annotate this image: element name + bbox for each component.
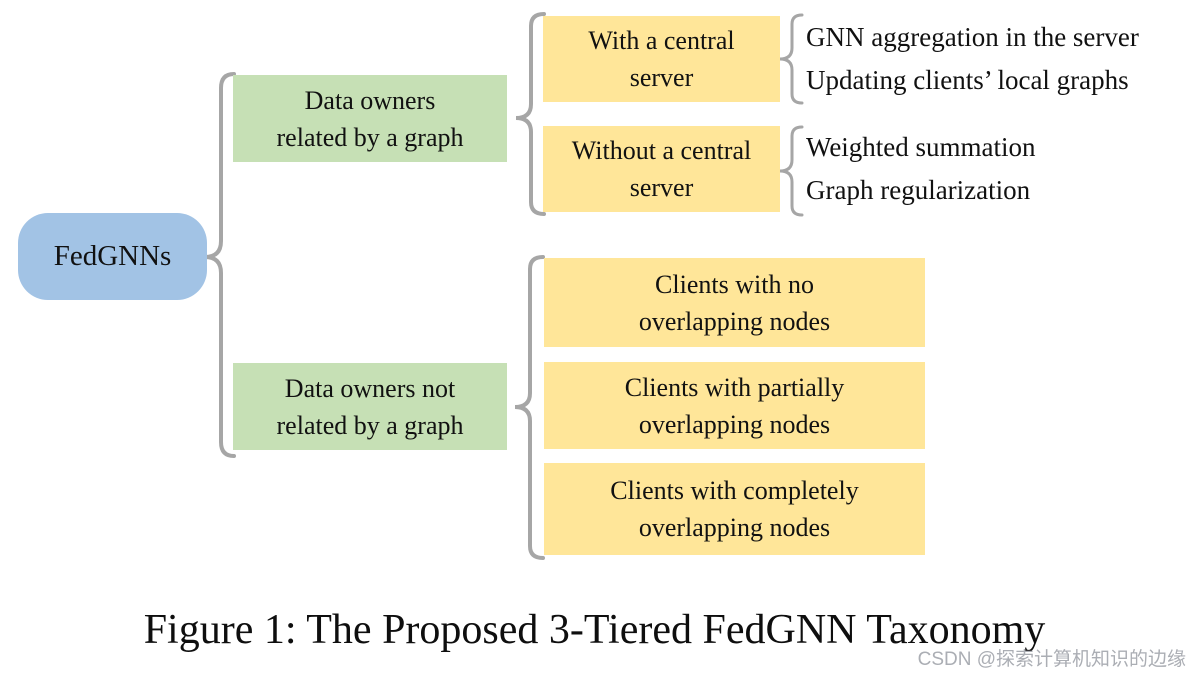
brace-with-server-to-methods <box>779 13 804 105</box>
brace-branch1-to-children <box>515 12 546 216</box>
leaf-box-partially-overlapping-nodes: Clients with partially overlapping nodes <box>544 362 925 449</box>
figure-caption: Figure 1: The Proposed 3-Tiered FedGNN T… <box>143 607 1046 653</box>
branch-node-related-by-graph: Data owners related by a graph <box>233 75 507 162</box>
leaf-box-without-central-server: Without a central server <box>543 126 780 212</box>
method-list-with-central-server: GNN aggregation in the server Updating c… <box>806 16 1139 102</box>
brace-branch2-to-children <box>514 255 545 560</box>
leaf-box-completely-overlapping-nodes: Clients with completely overlapping node… <box>544 463 925 555</box>
root-node-fedgnns: FedGNNs <box>18 213 207 300</box>
leaf-box-with-central-server: With a central server <box>543 16 780 102</box>
csdn-watermark: CSDN @探索计算机知识的边缘 <box>917 649 1186 670</box>
brace-root-to-branches <box>204 72 236 458</box>
method-weighted-summation: Weighted summation <box>806 132 1036 162</box>
branch-node-not-related-by-graph: Data owners not related by a graph <box>233 363 507 450</box>
method-graph-regularization: Graph regularization <box>806 175 1031 205</box>
method-updating-local-graphs: Updating clients’ local graphs <box>806 65 1129 95</box>
brace-without-server-to-methods <box>779 125 804 217</box>
method-gnn-aggregation: GNN aggregation in the server <box>806 22 1139 52</box>
leaf-box-no-overlapping-nodes: Clients with no overlapping nodes <box>544 258 925 347</box>
method-list-without-central-server: Weighted summation Graph regularization <box>806 126 1036 212</box>
